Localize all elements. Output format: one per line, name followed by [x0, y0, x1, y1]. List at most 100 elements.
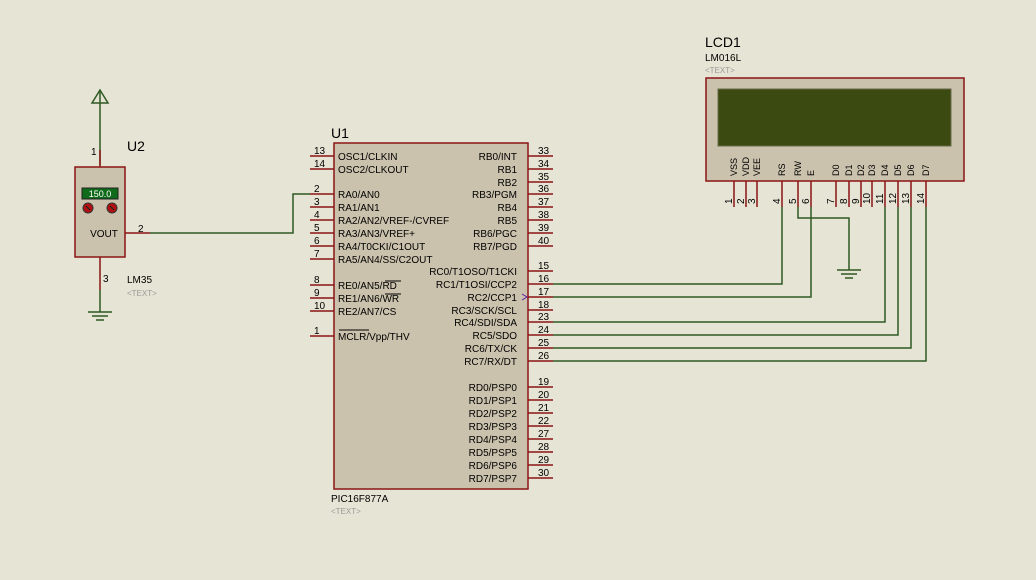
wire-rc4-to-d4[interactable]: [553, 207, 886, 323]
pin-number: 20: [538, 390, 550, 401]
wire-rc6-to-d6[interactable]: [553, 207, 912, 349]
u1-ref-label: U1: [331, 125, 349, 141]
ground-symbol-u2[interactable]: [88, 290, 112, 321]
wire-rc1-to-rs[interactable]: [553, 207, 783, 285]
pin-number: 5: [314, 223, 320, 234]
lcd-text-placeholder: <TEXT>: [705, 66, 735, 75]
u1-text-placeholder: <TEXT>: [331, 507, 361, 516]
pin-number: 7: [314, 249, 320, 260]
ground-symbol-lcd[interactable]: [837, 269, 861, 279]
pin-label: RA1/AN1: [338, 203, 380, 214]
pin-label: RB7/PGD: [473, 242, 517, 253]
pin-label: RB0/INT: [479, 152, 517, 163]
pin-label: RB2: [498, 178, 518, 189]
pin-label: RD2/PSP2: [469, 409, 518, 420]
lcd-rw-ground-wire[interactable]: [797, 207, 850, 270]
lcd1-lm016l[interactable]: LCD1 LM016L <TEXT> VSS1VDD2VEE3RS4RW5E6D…: [705, 34, 965, 207]
lcd-pin-number: 8: [839, 198, 850, 204]
pin-label: RD5/PSP5: [469, 448, 518, 459]
lcd-pin-6[interactable]: E6: [801, 170, 816, 207]
u2-lm35-sensor[interactable]: U2 150.0 VOUT 1 2 3 LM35 <TEXT>: [74, 138, 157, 298]
u2-display: [81, 187, 119, 200]
pin-number: 40: [538, 236, 550, 247]
lcd-pin-7[interactable]: D07: [826, 164, 841, 207]
lcd-pin-4[interactable]: RS4: [772, 163, 787, 207]
pin-label: RE0/AN5/RD: [338, 281, 397, 292]
u2-body[interactable]: [74, 166, 126, 258]
u1-body[interactable]: [333, 142, 529, 490]
bus-wires-portc-to-lcd[interactable]: [521, 207, 927, 362]
pin-label: RB5: [498, 216, 518, 227]
pin-label: MCLR/Vpp/THV: [338, 332, 410, 343]
lcd-pin-number: 4: [772, 198, 783, 204]
pin-number: 14: [314, 159, 326, 170]
wire-rc2-to-e[interactable]: [553, 207, 812, 298]
lcd-pin-8[interactable]: D18: [839, 164, 854, 207]
pin-number: 33: [538, 146, 550, 157]
pin-number: 35: [538, 172, 550, 183]
lcd-pin-number: 6: [801, 198, 812, 204]
pin-label: RB1: [498, 165, 518, 176]
pin-label: RA4/T0CKI/C1OUT: [338, 242, 425, 253]
wire-vout-to-ra0[interactable]: [150, 193, 310, 234]
wire-rc7-to-d7[interactable]: [553, 207, 927, 362]
pin-number: 17: [538, 287, 550, 298]
wire-rc5-to-d5[interactable]: [553, 207, 899, 336]
lcd-pin-number: 3: [747, 198, 758, 204]
pin-label: RC2/CCP1: [468, 293, 518, 304]
pin-number: 1: [314, 326, 320, 337]
lcd-pin-5[interactable]: RW5: [788, 161, 803, 207]
u2-pin2-number: 2: [138, 224, 144, 235]
lcd-part-label: LM016L: [705, 53, 742, 64]
pin-number: 26: [538, 351, 550, 362]
lcd-pin-9[interactable]: D29: [851, 164, 866, 207]
